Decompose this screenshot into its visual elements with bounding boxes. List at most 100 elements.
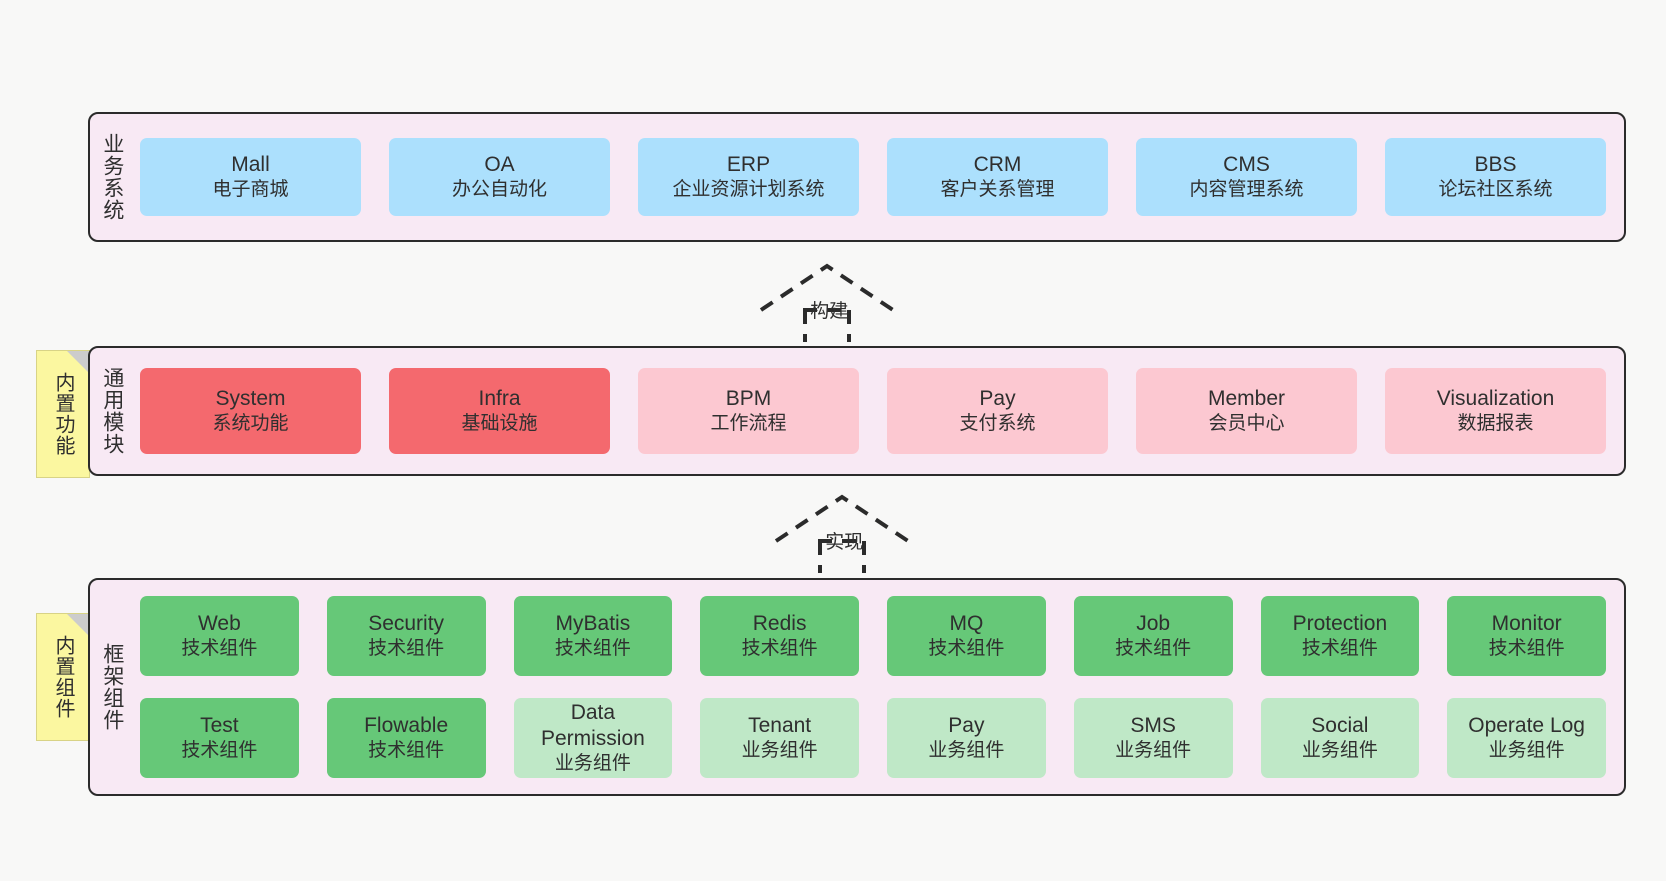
arrowhead-hollow-icon [759, 263, 895, 312]
card-row-common-modules: System 系统功能 Infra 基础设施 BPM 工作流程 Pay 支付系统… [140, 368, 1606, 454]
card-title-cn: 业务组件 [554, 753, 631, 775]
card-pay-module[interactable]: Pay 支付系统 [887, 368, 1108, 454]
card-row-tech-components: Web 技术组件 Security 技术组件 MyBatis 技术组件 Redi… [140, 596, 1606, 676]
layer-title-framework-components: 框架组件 [100, 643, 124, 731]
card-title-cn: 业务组件 [1488, 740, 1565, 762]
layer-body-business-systems: Mall 电子商城 OA 办公自动化 ERP 企业资源计划系统 CRM 客户关系… [134, 114, 1624, 240]
card-title-cn: 系统功能 [212, 413, 289, 435]
card-title-en: Member [1207, 386, 1286, 410]
card-tenant[interactable]: Tenant 业务组件 [700, 698, 859, 778]
card-job[interactable]: Job 技术组件 [1073, 596, 1233, 676]
card-title-en: SMS [1130, 713, 1176, 737]
card-mall[interactable]: Mall 电子商城 [140, 138, 361, 216]
card-infra[interactable]: Infra 基础设施 [389, 368, 610, 454]
card-title-cn: 办公自动化 [451, 179, 547, 201]
layer-title-common-modules: 通用模块 [100, 367, 124, 455]
card-cms[interactable]: CMS 内容管理系统 [1136, 138, 1357, 216]
card-visualization[interactable]: Visualization 数据报表 [1385, 368, 1606, 454]
card-protection[interactable]: Protection 技术组件 [1260, 596, 1420, 676]
card-title-en: CRM [973, 152, 1022, 176]
card-flowable[interactable]: Flowable 技术组件 [326, 698, 486, 778]
card-title-en: Protection [1292, 611, 1388, 635]
card-title-en: ERP [726, 152, 771, 176]
connector-build: 构建 [757, 262, 897, 344]
card-erp[interactable]: ERP 企业资源计划系统 [638, 138, 859, 216]
card-title-cn: 业务组件 [741, 740, 818, 762]
card-title-en: Infra [478, 386, 521, 410]
card-title-en: CMS [1223, 152, 1270, 176]
card-title-cn: 论坛社区系统 [1438, 179, 1553, 201]
card-title-en: OA [484, 152, 515, 176]
card-title-cn: 工作流程 [710, 413, 787, 435]
card-title-cn: 技术组件 [181, 740, 258, 762]
card-title-cn: 业务组件 [1301, 740, 1378, 762]
layer-framework-components: 框架组件 Web 技术组件 Security 技术组件 MyBatis 技术组件… [88, 578, 1626, 796]
card-data-permission[interactable]: Data Permission 业务组件 [513, 698, 673, 778]
card-title-en: Monitor [1491, 611, 1562, 635]
card-system[interactable]: System 系统功能 [140, 368, 361, 454]
card-title-cn: 企业资源计划系统 [672, 179, 825, 201]
card-title-en: Operate Log [1468, 713, 1585, 737]
card-mq[interactable]: MQ 技术组件 [887, 596, 1046, 676]
card-sms[interactable]: SMS 业务组件 [1073, 698, 1233, 778]
card-title-cn: 会员中心 [1208, 413, 1285, 435]
card-title-en: BBS [1474, 152, 1517, 176]
card-security[interactable]: Security 技术组件 [326, 596, 486, 676]
card-title-cn: 数据报表 [1457, 413, 1534, 435]
card-row-business-components: Test 技术组件 Flowable 技术组件 Data Permission … [140, 698, 1606, 778]
sticky-note-builtin-features: 内置功能 [36, 350, 90, 478]
card-web[interactable]: Web 技术组件 [140, 596, 299, 676]
card-bbs[interactable]: BBS 论坛社区系统 [1385, 138, 1606, 216]
layer-business-systems: 业务系统 Mall 电子商城 OA 办公自动化 ERP 企业资源计划系统 CRM… [88, 112, 1626, 242]
note-fold-corner-icon [67, 351, 89, 373]
card-title-cn: 支付系统 [959, 413, 1036, 435]
card-title-en: MQ [949, 611, 984, 635]
card-title-en: Pay [979, 386, 1016, 410]
card-crm[interactable]: CRM 客户关系管理 [887, 138, 1108, 216]
card-mybatis[interactable]: MyBatis 技术组件 [513, 596, 673, 676]
card-title-en: Redis [752, 611, 807, 635]
card-row-business: Mall 电子商城 OA 办公自动化 ERP 企业资源计划系统 CRM 客户关系… [140, 138, 1606, 216]
card-pay-component[interactable]: Pay 业务组件 [887, 698, 1046, 778]
card-title-cn: 技术组件 [554, 638, 631, 660]
connector-label-build: 构建 [810, 301, 849, 322]
card-title-en: System [215, 386, 286, 410]
arrowhead-hollow-icon [774, 494, 910, 543]
layer-title-business-systems: 业务系统 [100, 133, 124, 221]
card-title-en: Visualization [1436, 386, 1555, 410]
card-monitor[interactable]: Monitor 技术组件 [1447, 596, 1606, 676]
card-title-cn: 技术组件 [741, 638, 818, 660]
card-operate-log[interactable]: Operate Log 业务组件 [1447, 698, 1606, 778]
sticky-note-label: 内置功能 [52, 372, 74, 456]
card-redis[interactable]: Redis 技术组件 [700, 596, 859, 676]
card-member[interactable]: Member 会员中心 [1136, 368, 1357, 454]
layer-body-framework-components: Web 技术组件 Security 技术组件 MyBatis 技术组件 Redi… [134, 580, 1624, 794]
card-title-en: Flowable [364, 713, 449, 737]
card-oa[interactable]: OA 办公自动化 [389, 138, 610, 216]
card-title-cn: 技术组件 [368, 638, 445, 660]
card-title-cn: 业务组件 [928, 740, 1005, 762]
card-title-cn: 客户关系管理 [940, 179, 1055, 201]
layer-body-common-modules: System 系统功能 Infra 基础设施 BPM 工作流程 Pay 支付系统… [134, 348, 1624, 474]
card-title-en: MyBatis [555, 611, 631, 635]
card-test[interactable]: Test 技术组件 [140, 698, 299, 778]
card-title-cn: 电子商城 [212, 179, 289, 201]
connector-implement: 实现 [772, 493, 912, 575]
card-bpm[interactable]: BPM 工作流程 [638, 368, 859, 454]
card-title-en: Security [368, 611, 445, 635]
card-title-en: Mall [231, 152, 270, 176]
card-title-cn: 技术组件 [928, 638, 1005, 660]
connector-label-implement: 实现 [825, 532, 864, 553]
card-title-en: BPM [725, 386, 772, 410]
layer-common-modules: 通用模块 System 系统功能 Infra 基础设施 BPM 工作流程 Pay… [88, 346, 1626, 476]
card-title-cn: 技术组件 [1301, 638, 1378, 660]
card-title-cn: 技术组件 [181, 638, 258, 660]
card-title-en: Tenant [748, 713, 812, 737]
card-title-en: Job [1136, 611, 1171, 635]
card-title-en: Web [197, 611, 241, 635]
card-title-cn: 技术组件 [368, 740, 445, 762]
card-title-cn: 技术组件 [1488, 638, 1565, 660]
card-title-en: Social [1311, 713, 1369, 737]
card-social[interactable]: Social 业务组件 [1260, 698, 1420, 778]
card-title-en: Data Permission [540, 700, 645, 751]
